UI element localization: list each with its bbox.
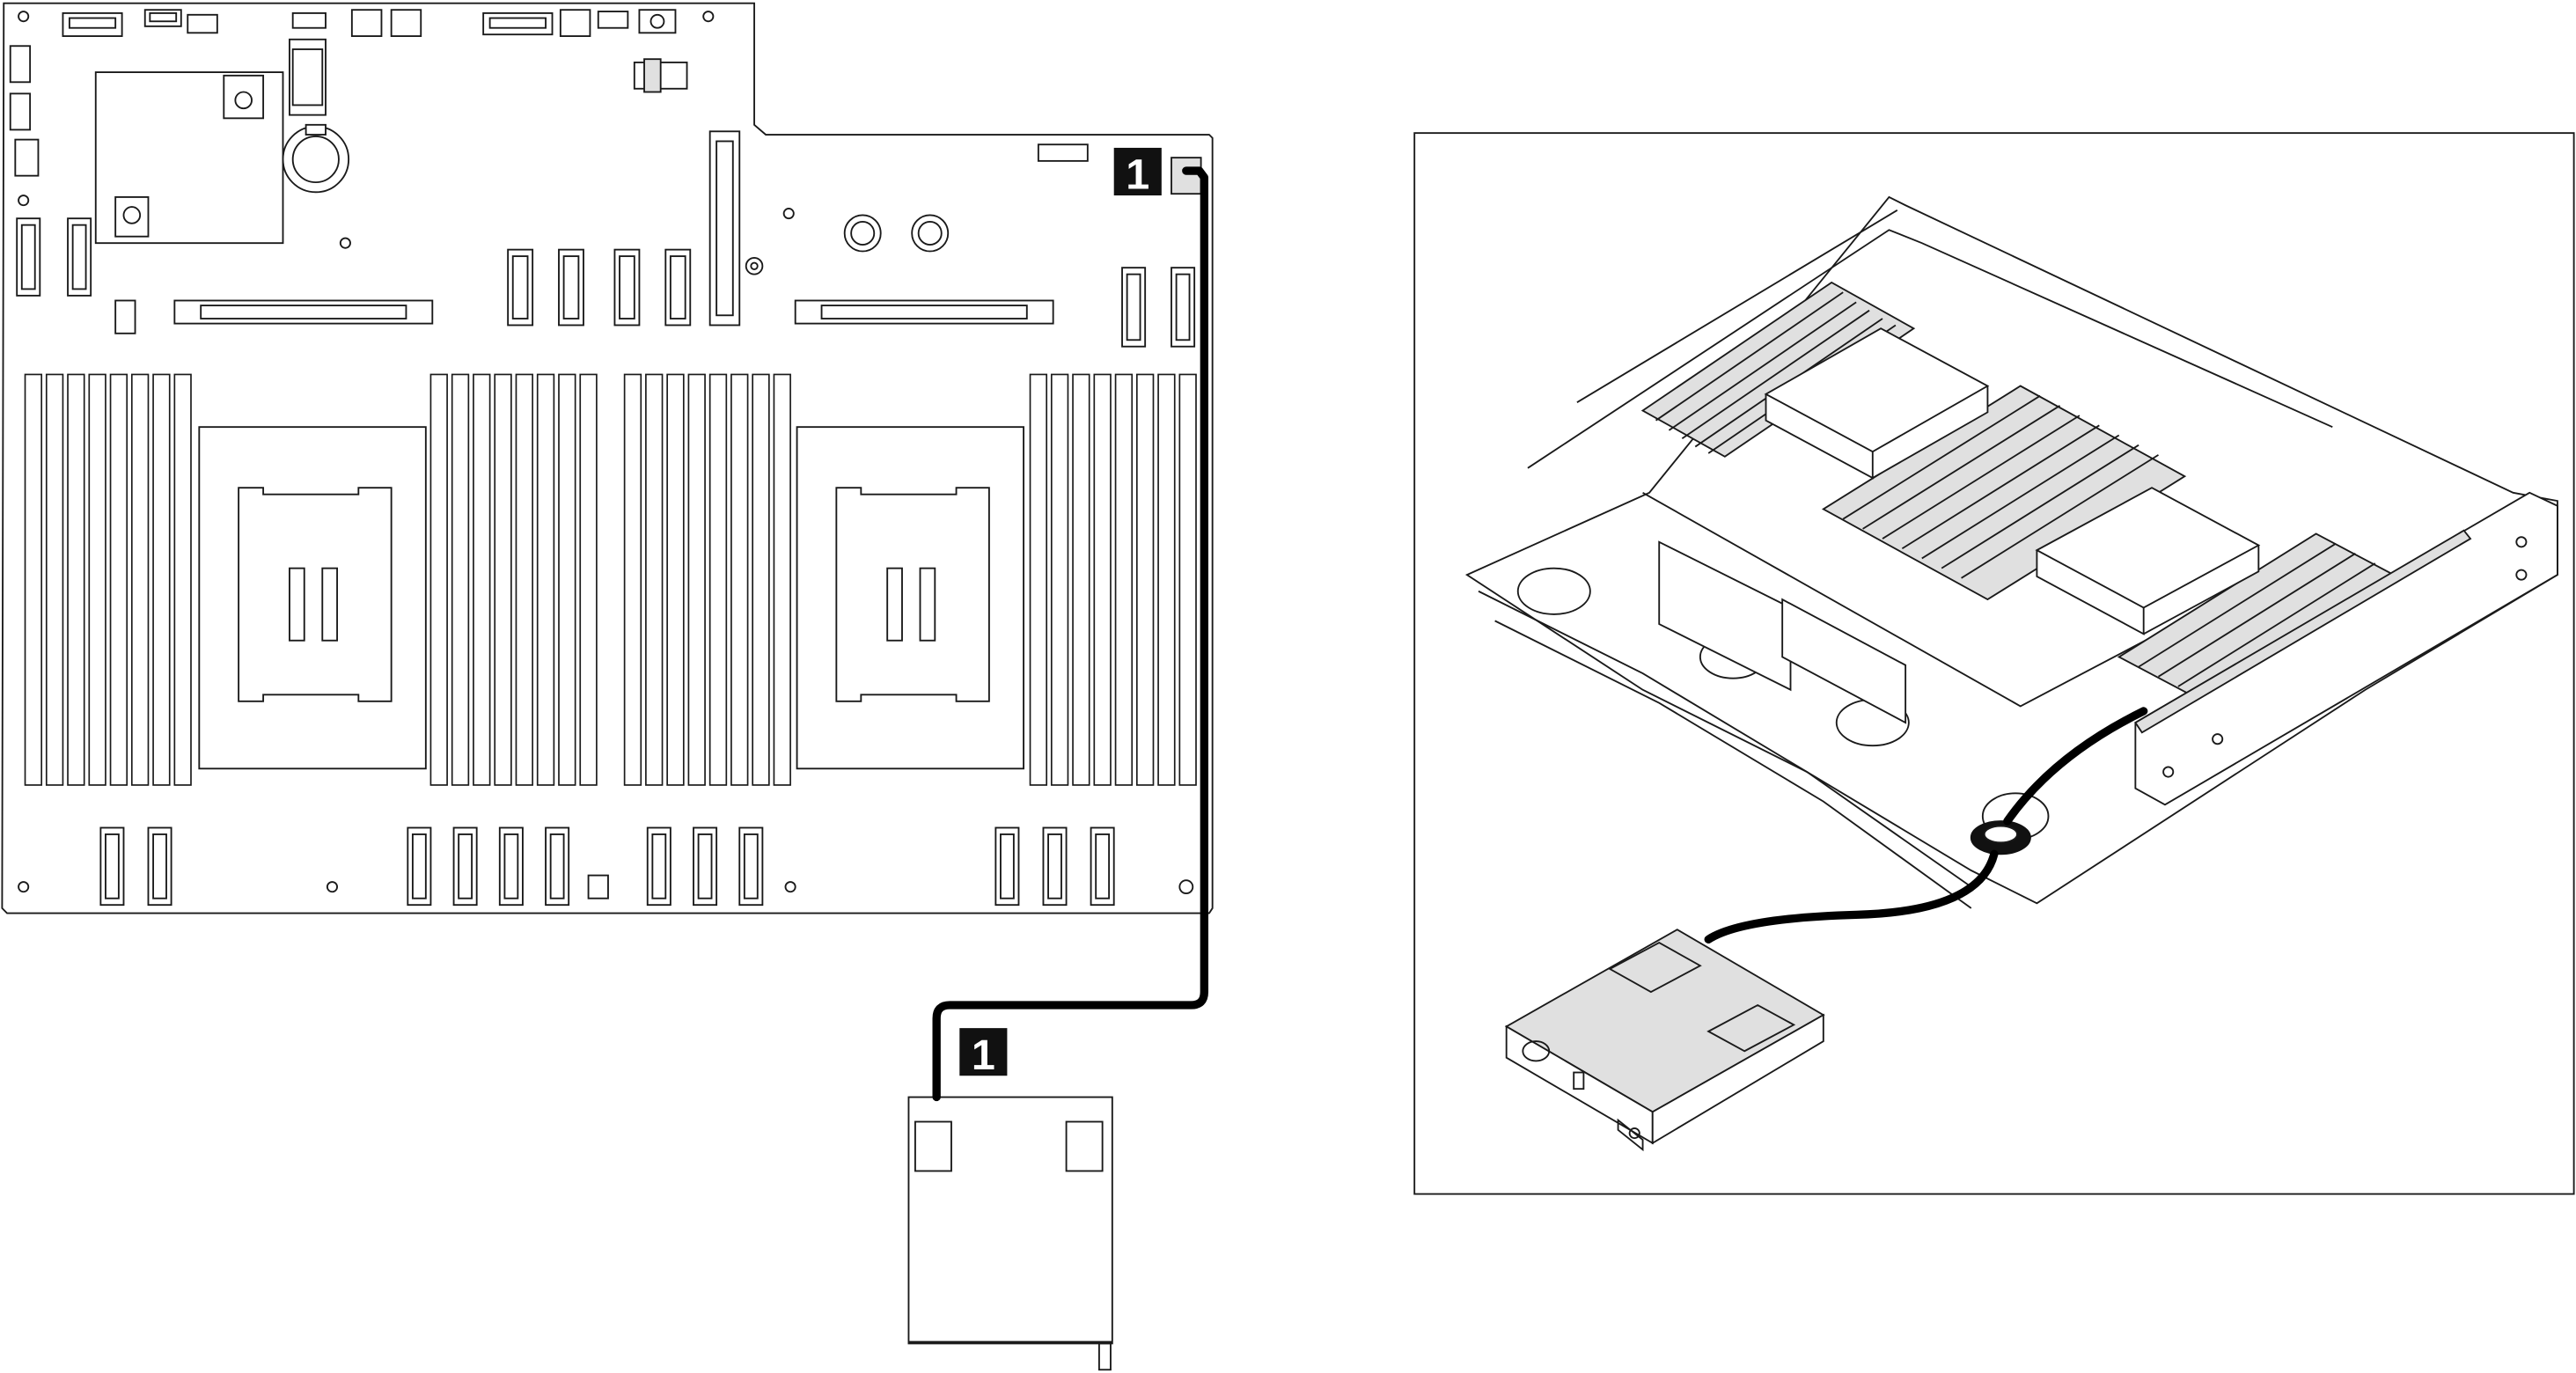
iso-heatsink-1 bbox=[1764, 327, 1990, 480]
horizontal-connector-left bbox=[173, 299, 434, 325]
front-module bbox=[907, 1096, 1113, 1371]
iso-front-module bbox=[1504, 929, 1825, 1152]
fan-bays bbox=[1478, 567, 1972, 909]
iso-rear-bracket bbox=[2134, 491, 2558, 806]
standoffs bbox=[843, 214, 950, 253]
mounting-holes bbox=[18, 879, 1194, 895]
iso-cable bbox=[1704, 707, 2148, 944]
system-board-top-view bbox=[1, 2, 1214, 914]
svg-text:1: 1 bbox=[972, 1032, 995, 1079]
board-outline bbox=[1, 2, 1214, 914]
horizontal-connector-right bbox=[794, 299, 1054, 325]
processor-socket-1 bbox=[198, 426, 427, 770]
left-edge-connectors bbox=[9, 45, 40, 207]
iso-heatsink-2 bbox=[2035, 487, 2261, 635]
center-riser-slot bbox=[708, 130, 795, 327]
upper-left-module bbox=[94, 38, 351, 249]
cable-clip bbox=[633, 58, 688, 93]
dimm-bank-1 bbox=[24, 373, 192, 786]
callout-board-connector: 1 bbox=[1113, 147, 1162, 199]
iso-dimm-group-1 bbox=[1640, 281, 1916, 458]
iso-air-baffle-2 bbox=[1781, 598, 1907, 724]
top-edge-connectors bbox=[18, 9, 715, 37]
left-vertical-slots bbox=[16, 217, 136, 334]
bottom-slots bbox=[99, 826, 1115, 907]
svg-text:1: 1 bbox=[1126, 151, 1149, 199]
dimm-bank-3 bbox=[623, 373, 791, 786]
dimm-bank-2 bbox=[429, 373, 598, 786]
top-right-connector bbox=[1037, 143, 1089, 162]
isometric-view-panel bbox=[1413, 132, 2575, 1195]
upper-middle-slots bbox=[507, 248, 692, 327]
cable-route bbox=[932, 166, 1208, 1102]
target-connector bbox=[1171, 157, 1202, 195]
callout-module: 1 bbox=[959, 1028, 1008, 1079]
iso-air-baffle-1 bbox=[1658, 540, 1792, 692]
dimm-bank-4 bbox=[1029, 373, 1197, 786]
processor-socket-2 bbox=[796, 426, 1025, 770]
